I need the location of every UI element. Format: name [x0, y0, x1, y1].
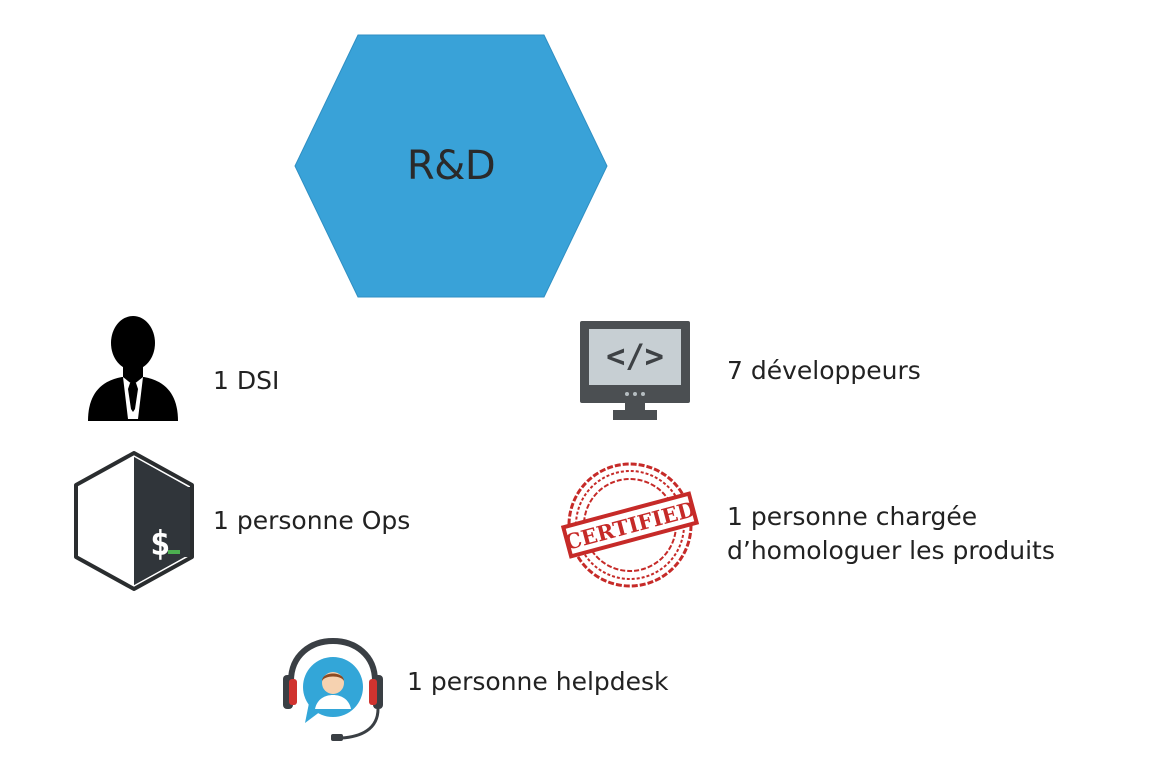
svg-text:</>: </> [606, 337, 664, 375]
hexagon-label: R&D [406, 143, 496, 189]
manager-icon [88, 316, 178, 421]
member-label-certification-line1: 1 personne chargée [727, 502, 978, 531]
member-label-certification: 1 personne chargée d’homologuer les prod… [727, 500, 1055, 568]
rnd-hexagon: R&D [294, 34, 608, 298]
stamp-text: CERTIFIED [562, 496, 698, 555]
bash-terminal-icon: $ [74, 451, 194, 591]
code-monitor-icon: </> [580, 321, 690, 420]
member-label-dsi: 1 DSI [213, 366, 280, 395]
member-label-ops: 1 personne Ops [213, 506, 411, 535]
svg-text:$: $ [150, 524, 170, 564]
member-label-certification-line2: d’homologuer les produits [727, 536, 1055, 565]
certified-stamp-icon: CERTIFIED [560, 462, 700, 588]
hexagon-shape [294, 34, 608, 298]
member-label-helpdesk: 1 personne helpdesk [407, 667, 669, 696]
member-label-developers: 7 développeurs [727, 356, 921, 385]
headset-support-icon [283, 637, 383, 741]
